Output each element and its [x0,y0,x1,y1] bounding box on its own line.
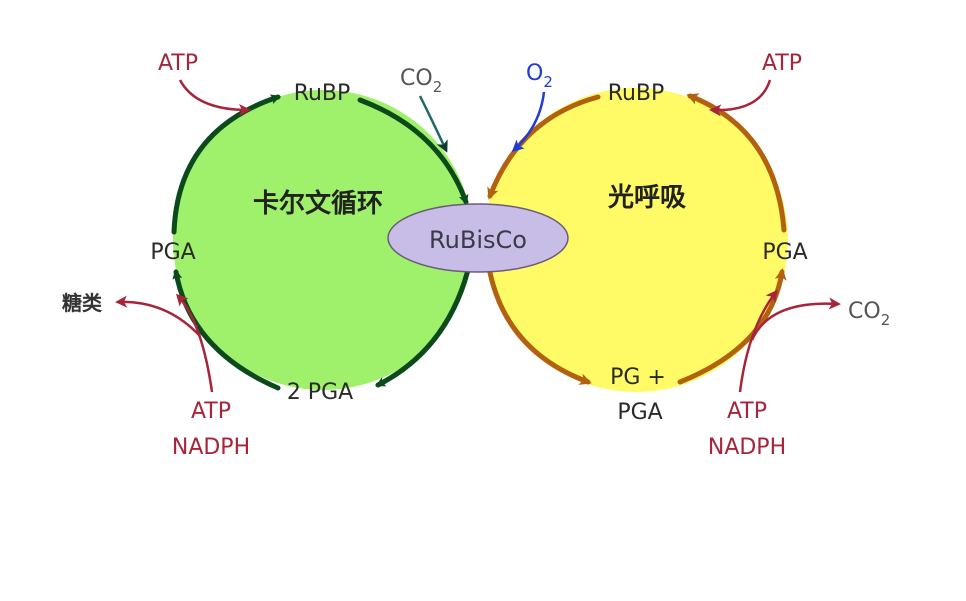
calvin-cycle-title: 卡尔文循环 [253,188,383,219]
o2-in-label: O2 [526,61,553,91]
atp-in-left-arrow [178,79,251,116]
photorespiration-circle [484,88,788,392]
calvin-cycle-arrows [171,94,473,391]
photo-pg-plus-label: PG + [610,365,666,390]
arrow-rubp-to-rubisco-right [487,94,601,200]
photorespiration-title: 光呼吸 [607,183,686,213]
arrow-rubp-to-rubisco [357,97,469,205]
sugar-out-arrow [115,295,201,337]
arrow-rubisco-to-pg [485,259,592,385]
atp-in-right-arrow [709,79,772,117]
photo-pga-label: PGA [762,240,807,265]
nadph-bottom-right-label: NADPH [708,435,786,460]
co2-in-arrow [418,95,448,153]
co2-in-label: CO2 [400,66,442,96]
co2-out-label: CO2 [848,299,890,329]
atp-bottom-right-label: ATP [727,399,767,424]
atp-bottom-left-label: ATP [191,399,231,424]
photo-rubp-label: RuBP [608,81,665,106]
atp-in-left-label: ATP [158,51,198,76]
photo-pg-pga-label: PGA [617,400,662,425]
arrow-2pga-to-pga [172,269,281,391]
sugar-out-label: 糖类 [62,291,102,315]
calvin-cycle-circle [173,90,473,390]
calvin-2pga-label: 2 PGA [287,380,353,405]
atp-nadph-in-right-arrow [738,289,778,393]
atp-in-right-label: ATP [762,51,802,76]
calvin-pga-label: PGA [150,240,195,265]
nadph-bottom-left-label: NADPH [172,435,250,460]
rubisco-label: RuBisCo [429,226,527,254]
arrow-pg-to-pga [677,268,787,385]
co2-out-arrow [750,297,841,341]
calvin-rubp-label: RuBP [294,81,351,106]
rubisco-ellipse [387,203,569,273]
energy-arrows [115,79,841,393]
arrow-rubisco-to-2pga [375,259,473,388]
arrow-pga-to-rubp [171,94,281,235]
o2-in-arrow [511,91,546,153]
